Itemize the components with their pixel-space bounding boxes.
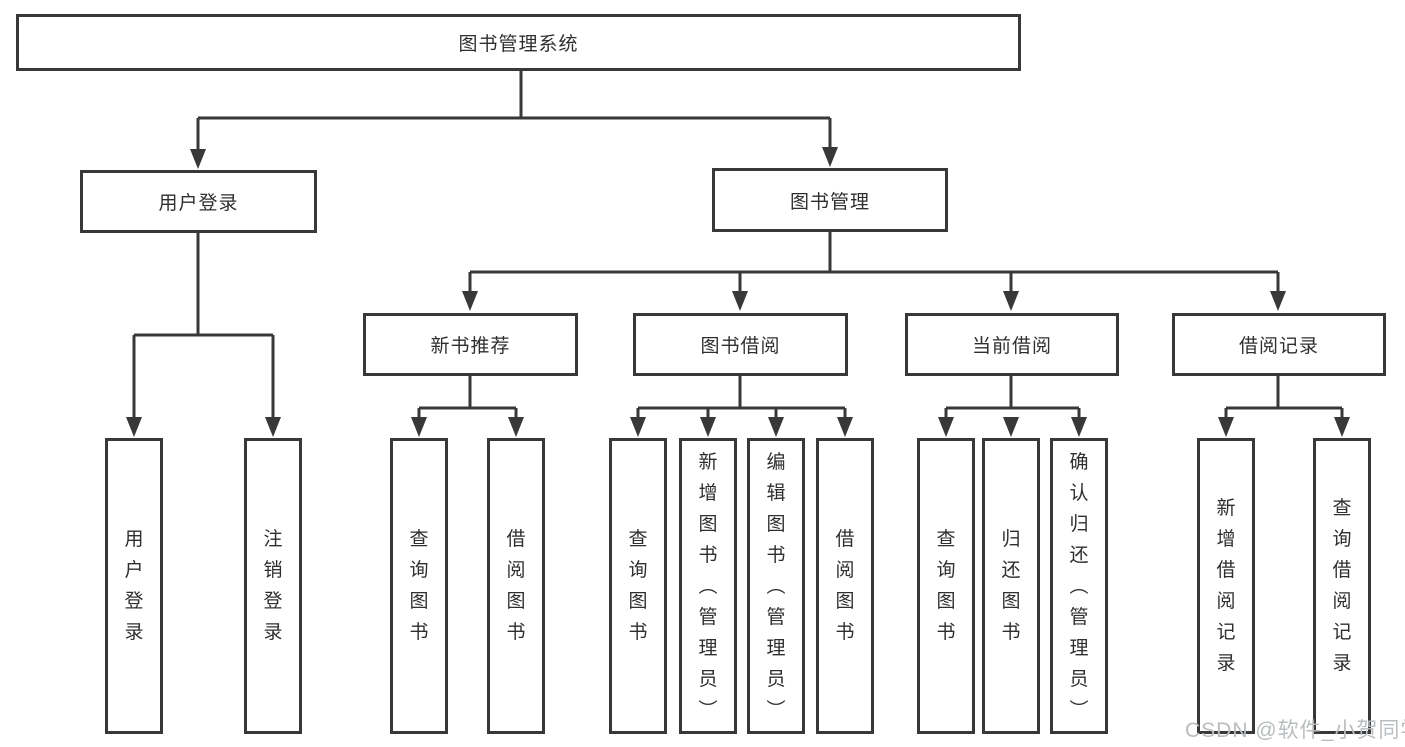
leaf-borrowing-query-book-label: 查 询 图 书 (628, 529, 648, 643)
node-borrow-records-label: 借阅记录 (1238, 336, 1319, 357)
leaf-borrowing-query-book: 查 询 图 书 (609, 438, 667, 734)
leaf-return-book: 归 还 图 书 (982, 438, 1040, 734)
node-borrow-records: 借阅记录 (1172, 313, 1386, 376)
leaf-add-book-admin: 新 增 图 书 ︵ 管 理 员 ︶ (679, 438, 737, 734)
leaf-return-book-label: 归 还 图 书 (1001, 529, 1021, 643)
node-book-borrowing: 图书借阅 (633, 313, 848, 376)
leaf-borrowing-borrow-book: 借 阅 图 书 (816, 438, 874, 734)
leaf-user-login: 用 户 登 录 (105, 438, 163, 734)
leaf-edit-book-admin-label: 编 辑 图 书 ︵ 管 理 员 ︶ (766, 451, 786, 721)
node-user-login-module: 用户登录 (80, 170, 317, 233)
leaf-current-query-book-label: 查 询 图 书 (936, 529, 956, 643)
node-current-borrowing: 当前借阅 (905, 313, 1119, 376)
node-book-management-label: 图书管理 (789, 191, 870, 213)
node-current-borrowing-label: 当前借阅 (971, 336, 1052, 357)
leaf-add-borrow-record: 新 增 借 阅 记 录 (1197, 438, 1255, 734)
node-new-book-recommend: 新书推荐 (363, 313, 578, 376)
node-user-login-label: 用户登录 (158, 193, 239, 214)
leaf-add-borrow-record-label: 新 增 借 阅 记 录 (1216, 498, 1236, 674)
leaf-recommend-query-book-label: 查 询 图 书 (409, 529, 429, 643)
node-root-label: 图书管理系统 (458, 34, 579, 55)
leaf-query-borrow-record-label: 查 询 借 阅 记 录 (1332, 498, 1352, 674)
leaf-current-query-book: 查 询 图 书 (917, 438, 975, 734)
leaf-add-book-admin-label: 新 增 图 书 ︵ 管 理 员 ︶ (698, 451, 718, 721)
leaf-logout: 注 销 登 录 (244, 438, 302, 734)
leaf-recommend-borrow-book: 借 阅 图 书 (487, 438, 545, 734)
leaf-recommend-query-book: 查 询 图 书 (390, 438, 448, 734)
leaf-confirm-return-admin-label: 确 认 归 还 ︵ 管 理 员 ︶ (1069, 451, 1089, 721)
leaf-borrowing-borrow-book-label: 借 阅 图 书 (835, 529, 855, 643)
leaf-confirm-return-admin: 确 认 归 还 ︵ 管 理 员 ︶ (1050, 438, 1108, 734)
node-root-system: 图书管理系统 (16, 14, 1021, 71)
node-new-book-recommend-label: 新书推荐 (430, 336, 511, 357)
leaf-edit-book-admin: 编 辑 图 书 ︵ 管 理 员 ︶ (747, 438, 805, 734)
leaf-recommend-borrow-book-label: 借 阅 图 书 (506, 529, 526, 643)
node-book-borrowing-label: 图书借阅 (700, 336, 781, 357)
node-book-management-module: 图书管理 (712, 168, 948, 232)
leaf-query-borrow-record: 查 询 借 阅 记 录 (1313, 438, 1371, 734)
csdn-watermark: CSDN @软件_小贺同学 (1185, 719, 1405, 742)
leaf-user-login-label: 用 户 登 录 (124, 529, 144, 643)
leaf-logout-label: 注 销 登 录 (263, 529, 283, 643)
